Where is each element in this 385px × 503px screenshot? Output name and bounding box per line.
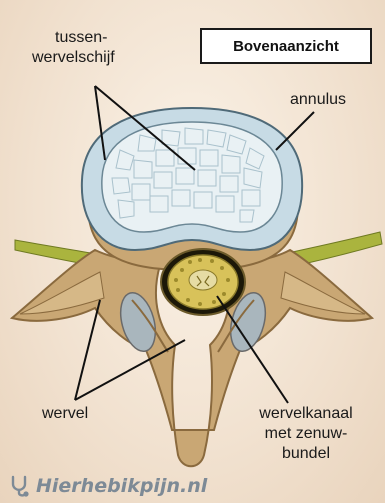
watermark-text: Hierhebikpijn.nl <box>36 475 207 497</box>
label-disc: tussen- <box>55 28 107 48</box>
watermark: Hierhebikpijn.nl <box>8 474 207 498</box>
view-title-box: Bovenaanzicht <box>200 28 372 64</box>
spinal-cord <box>189 270 217 290</box>
view-title: Bovenaanzicht <box>233 38 339 55</box>
stethoscope-icon <box>8 474 32 498</box>
label-disc-line2: wervelschijf <box>32 48 115 68</box>
label-annulus: annulus <box>290 90 346 110</box>
label-vertebra: wervel <box>42 404 88 424</box>
label-spinal-canal: wervelkanaal met zenuw- bundel <box>241 404 371 464</box>
disc-nucleus <box>102 122 282 232</box>
